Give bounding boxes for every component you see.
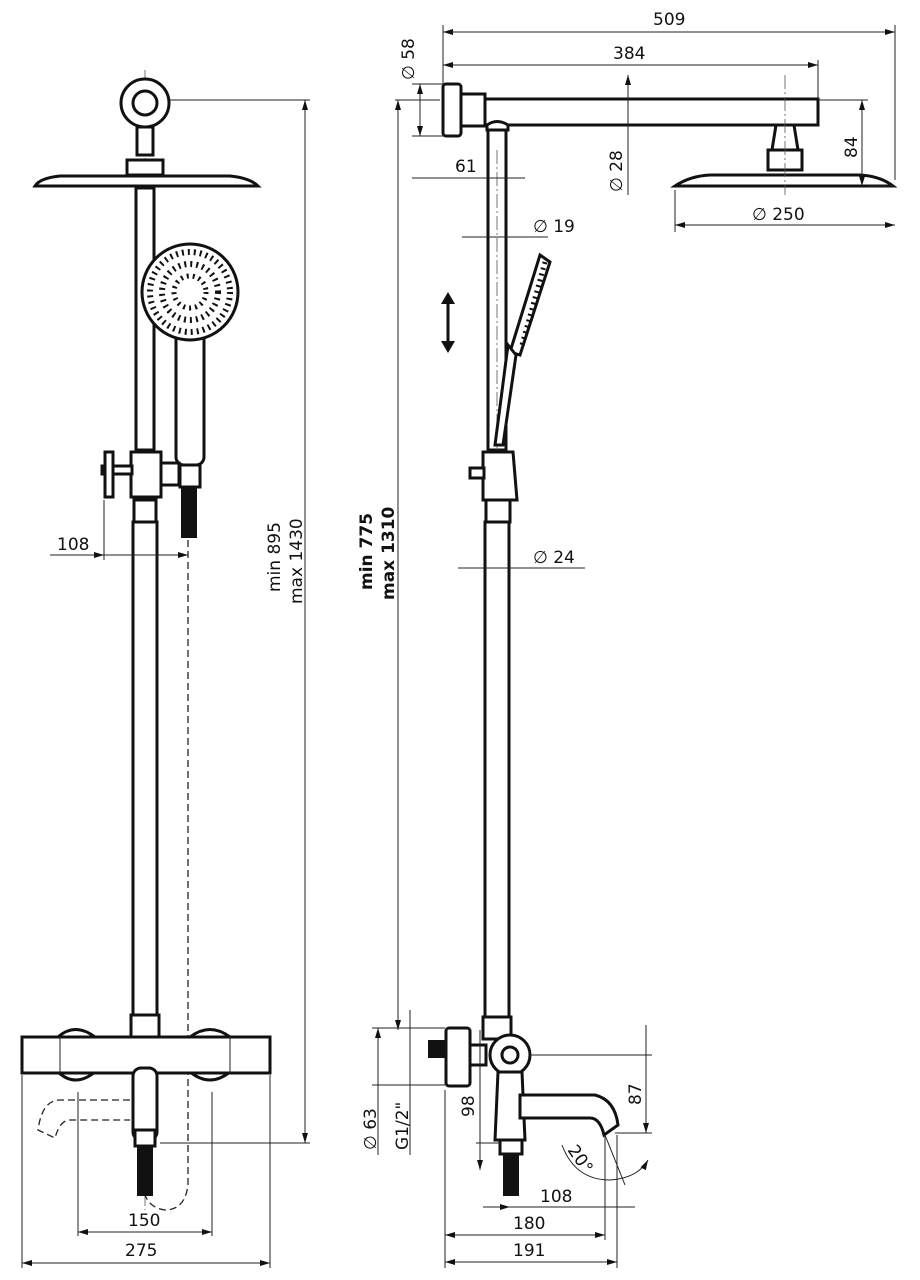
head-drop-label: 84 [842, 136, 862, 158]
upper-rod-diameter-label: ∅ 19 [533, 217, 575, 237]
arm-total-label: 509 [653, 10, 685, 30]
side-slider [481, 450, 519, 502]
spout-projection-label: 180 [513, 1214, 545, 1234]
side-height-max-label: max 1310 [379, 506, 399, 600]
thread-label: G1/2" [393, 1102, 413, 1150]
hand-shower [140, 242, 240, 538]
side-view: 509 384 ∅ 58 84 61 ∅ 28 ∅ 250 ∅ 19 ∅ 24 … [357, 10, 898, 1268]
lower-rod [131, 520, 159, 1019]
rain-shower-head [32, 174, 262, 188]
front-height-max-label: max 1430 [287, 518, 307, 604]
side-lower-rod [483, 520, 511, 1019]
front-view: min 895 max 1430 108 150 275 [20, 70, 310, 1268]
body-width-label: 275 [125, 1241, 157, 1261]
side-rain-head [670, 173, 898, 188]
flange-diameter-label: ∅ 58 [399, 38, 419, 80]
wall-flange [441, 82, 463, 138]
double-arrow-vertical-icon [441, 292, 455, 353]
head-diameter-label: ∅ 250 [752, 205, 805, 225]
eccentric-diameter-label: ∅ 63 [361, 1108, 381, 1150]
spout-drop-label: 87 [626, 1083, 646, 1105]
spout-angle-label: 20° [563, 1141, 597, 1177]
inlet-spacing-label: 150 [128, 1211, 160, 1231]
slider-bracket [100, 450, 181, 524]
front-height-min-label: min 895 [265, 522, 285, 592]
arm-length-label: 384 [613, 44, 645, 64]
shower-arm [483, 97, 820, 127]
total-projection-label: 191 [513, 1241, 545, 1261]
spout-reach-label: 108 [540, 1187, 572, 1207]
side-mixer-body [428, 1026, 620, 1196]
outlet-drop-label: 98 [459, 1095, 479, 1117]
lower-rod-diameter-label: ∅ 24 [533, 548, 575, 568]
thermostatic-mixer-body [20, 1028, 272, 1268]
arm-diameter-label: ∅ 28 [607, 150, 627, 192]
side-height-min-label: min 775 [357, 513, 377, 590]
wall-to-rod-label: 61 [455, 157, 477, 177]
hose-offset-label: 108 [57, 535, 89, 555]
